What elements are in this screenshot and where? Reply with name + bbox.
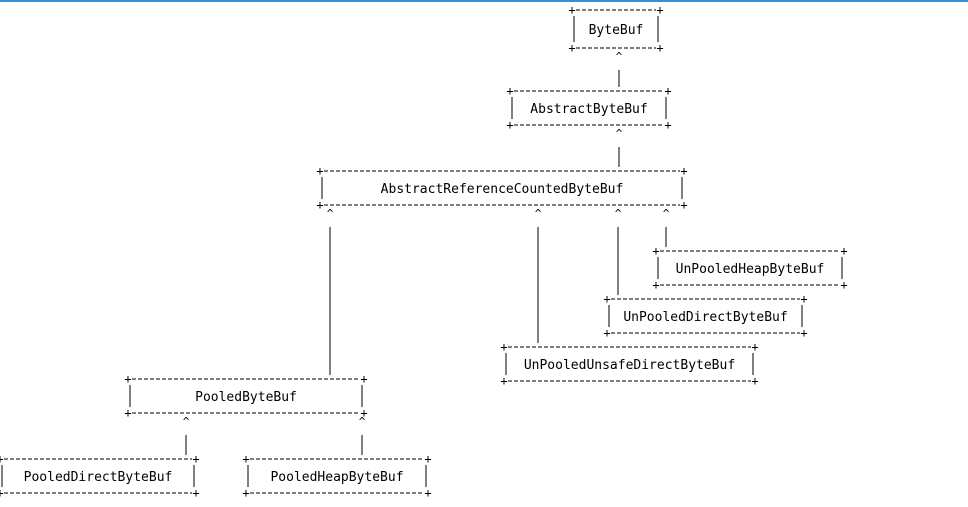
node-bytebuf: + + + + ByteBuf — [568, 3, 663, 55]
box-corner: + — [664, 84, 671, 98]
arrow-caret: ^ — [616, 50, 623, 63]
node-uunsafe: + + + + UnPooledUnsafeDirectByteBuf — [500, 340, 758, 388]
arrow-caret: ^ — [359, 415, 366, 428]
box-corner: + — [656, 3, 663, 17]
box-corner: + — [751, 340, 758, 354]
node-label: PooledByteBuf — [195, 390, 297, 405]
arrow-caret: ^ — [535, 207, 542, 220]
node-label: AbstractReferenceCountedByteBuf — [381, 182, 624, 197]
box-corner: + — [500, 340, 507, 354]
box-corner: + — [652, 244, 659, 258]
node-uheap: + + + + UnPooledHeapByteBuf — [652, 244, 847, 292]
box-corner: + — [664, 118, 671, 132]
arrow-caret: ^ — [327, 207, 334, 220]
node-udirect: + + + + UnPooledDirectByteBuf — [603, 292, 807, 340]
node-abstract: + + + + AbstractByteBuf — [506, 84, 671, 132]
edge-pooled-to-refcounted: ^ — [327, 207, 334, 375]
node-label: PooledDirectByteBuf — [24, 470, 173, 485]
node-label: PooledHeapByteBuf — [270, 470, 403, 485]
edge-udirect-to-refcounted: ^ — [615, 207, 622, 295]
box-corner: + — [124, 372, 131, 386]
top-border — [0, 0, 968, 2]
box-corner: + — [124, 406, 131, 420]
node-pheap: + + + + PooledHeapByteBuf — [242, 452, 431, 500]
box-corner: + — [680, 198, 687, 212]
box-corner: + — [316, 198, 323, 212]
box-corner: + — [242, 452, 249, 466]
box-corner: + — [652, 278, 659, 292]
box-corner: + — [800, 326, 807, 340]
box-corner: + — [506, 118, 513, 132]
box-corner: + — [568, 41, 575, 55]
box-corner: + — [500, 374, 507, 388]
edges-layer: ^ ^ ^ ^ ^ ^ ^ ^ — [183, 50, 670, 455]
box-corner: + — [656, 41, 663, 55]
edge-uheap-to-refcounted: ^ — [663, 207, 670, 247]
box-corner: + — [424, 486, 431, 500]
edge-uunsafe-to-refcounted: ^ — [535, 207, 542, 343]
node-label: ByteBuf — [589, 23, 644, 38]
node-pdirect: + + + + PooledDirectByteBuf — [0, 452, 200, 500]
box-corner: + — [840, 244, 847, 258]
box-corner: + — [751, 374, 758, 388]
node-pooled: + + + + PooledByteBuf — [124, 372, 367, 420]
arrow-caret: ^ — [663, 207, 670, 220]
edge-pdirect-to-pooled: ^ — [183, 415, 190, 455]
box-corner: + — [316, 164, 323, 178]
box-corner: + — [800, 292, 807, 306]
box-corner: + — [0, 486, 4, 500]
arrow-caret: ^ — [615, 207, 622, 220]
node-label: UnPooledUnsafeDirectByteBuf — [524, 358, 735, 373]
box-corner: + — [424, 452, 431, 466]
nodes-layer: + + + + ByteBuf + + + + AbstractByteBuf + + + + Abstra… — [0, 3, 848, 500]
box-corner: + — [0, 452, 4, 466]
box-corner: + — [192, 486, 199, 500]
box-corner: + — [603, 292, 610, 306]
box-corner: + — [840, 278, 847, 292]
node-label: AbstractByteBuf — [530, 102, 647, 117]
node-label: UnPooledHeapByteBuf — [676, 262, 825, 277]
node-refcounted: + + + + AbstractReferenceCountedByteBuf — [316, 164, 687, 212]
arrow-caret: ^ — [616, 127, 623, 140]
box-corner: + — [603, 326, 610, 340]
arrow-caret: ^ — [183, 415, 190, 428]
box-corner: + — [360, 372, 367, 386]
edge-pheap-to-pooled: ^ — [359, 415, 366, 455]
box-corner: + — [192, 452, 199, 466]
box-corner: + — [242, 486, 249, 500]
node-label: UnPooledDirectByteBuf — [623, 310, 787, 325]
edge-refcounted-to-abstract: ^ — [616, 127, 623, 167]
box-corner: + — [680, 164, 687, 178]
edge-abstract-to-bytebuf: ^ — [616, 50, 623, 87]
box-corner: + — [360, 406, 367, 420]
box-corner: + — [568, 3, 575, 17]
box-corner: + — [506, 84, 513, 98]
